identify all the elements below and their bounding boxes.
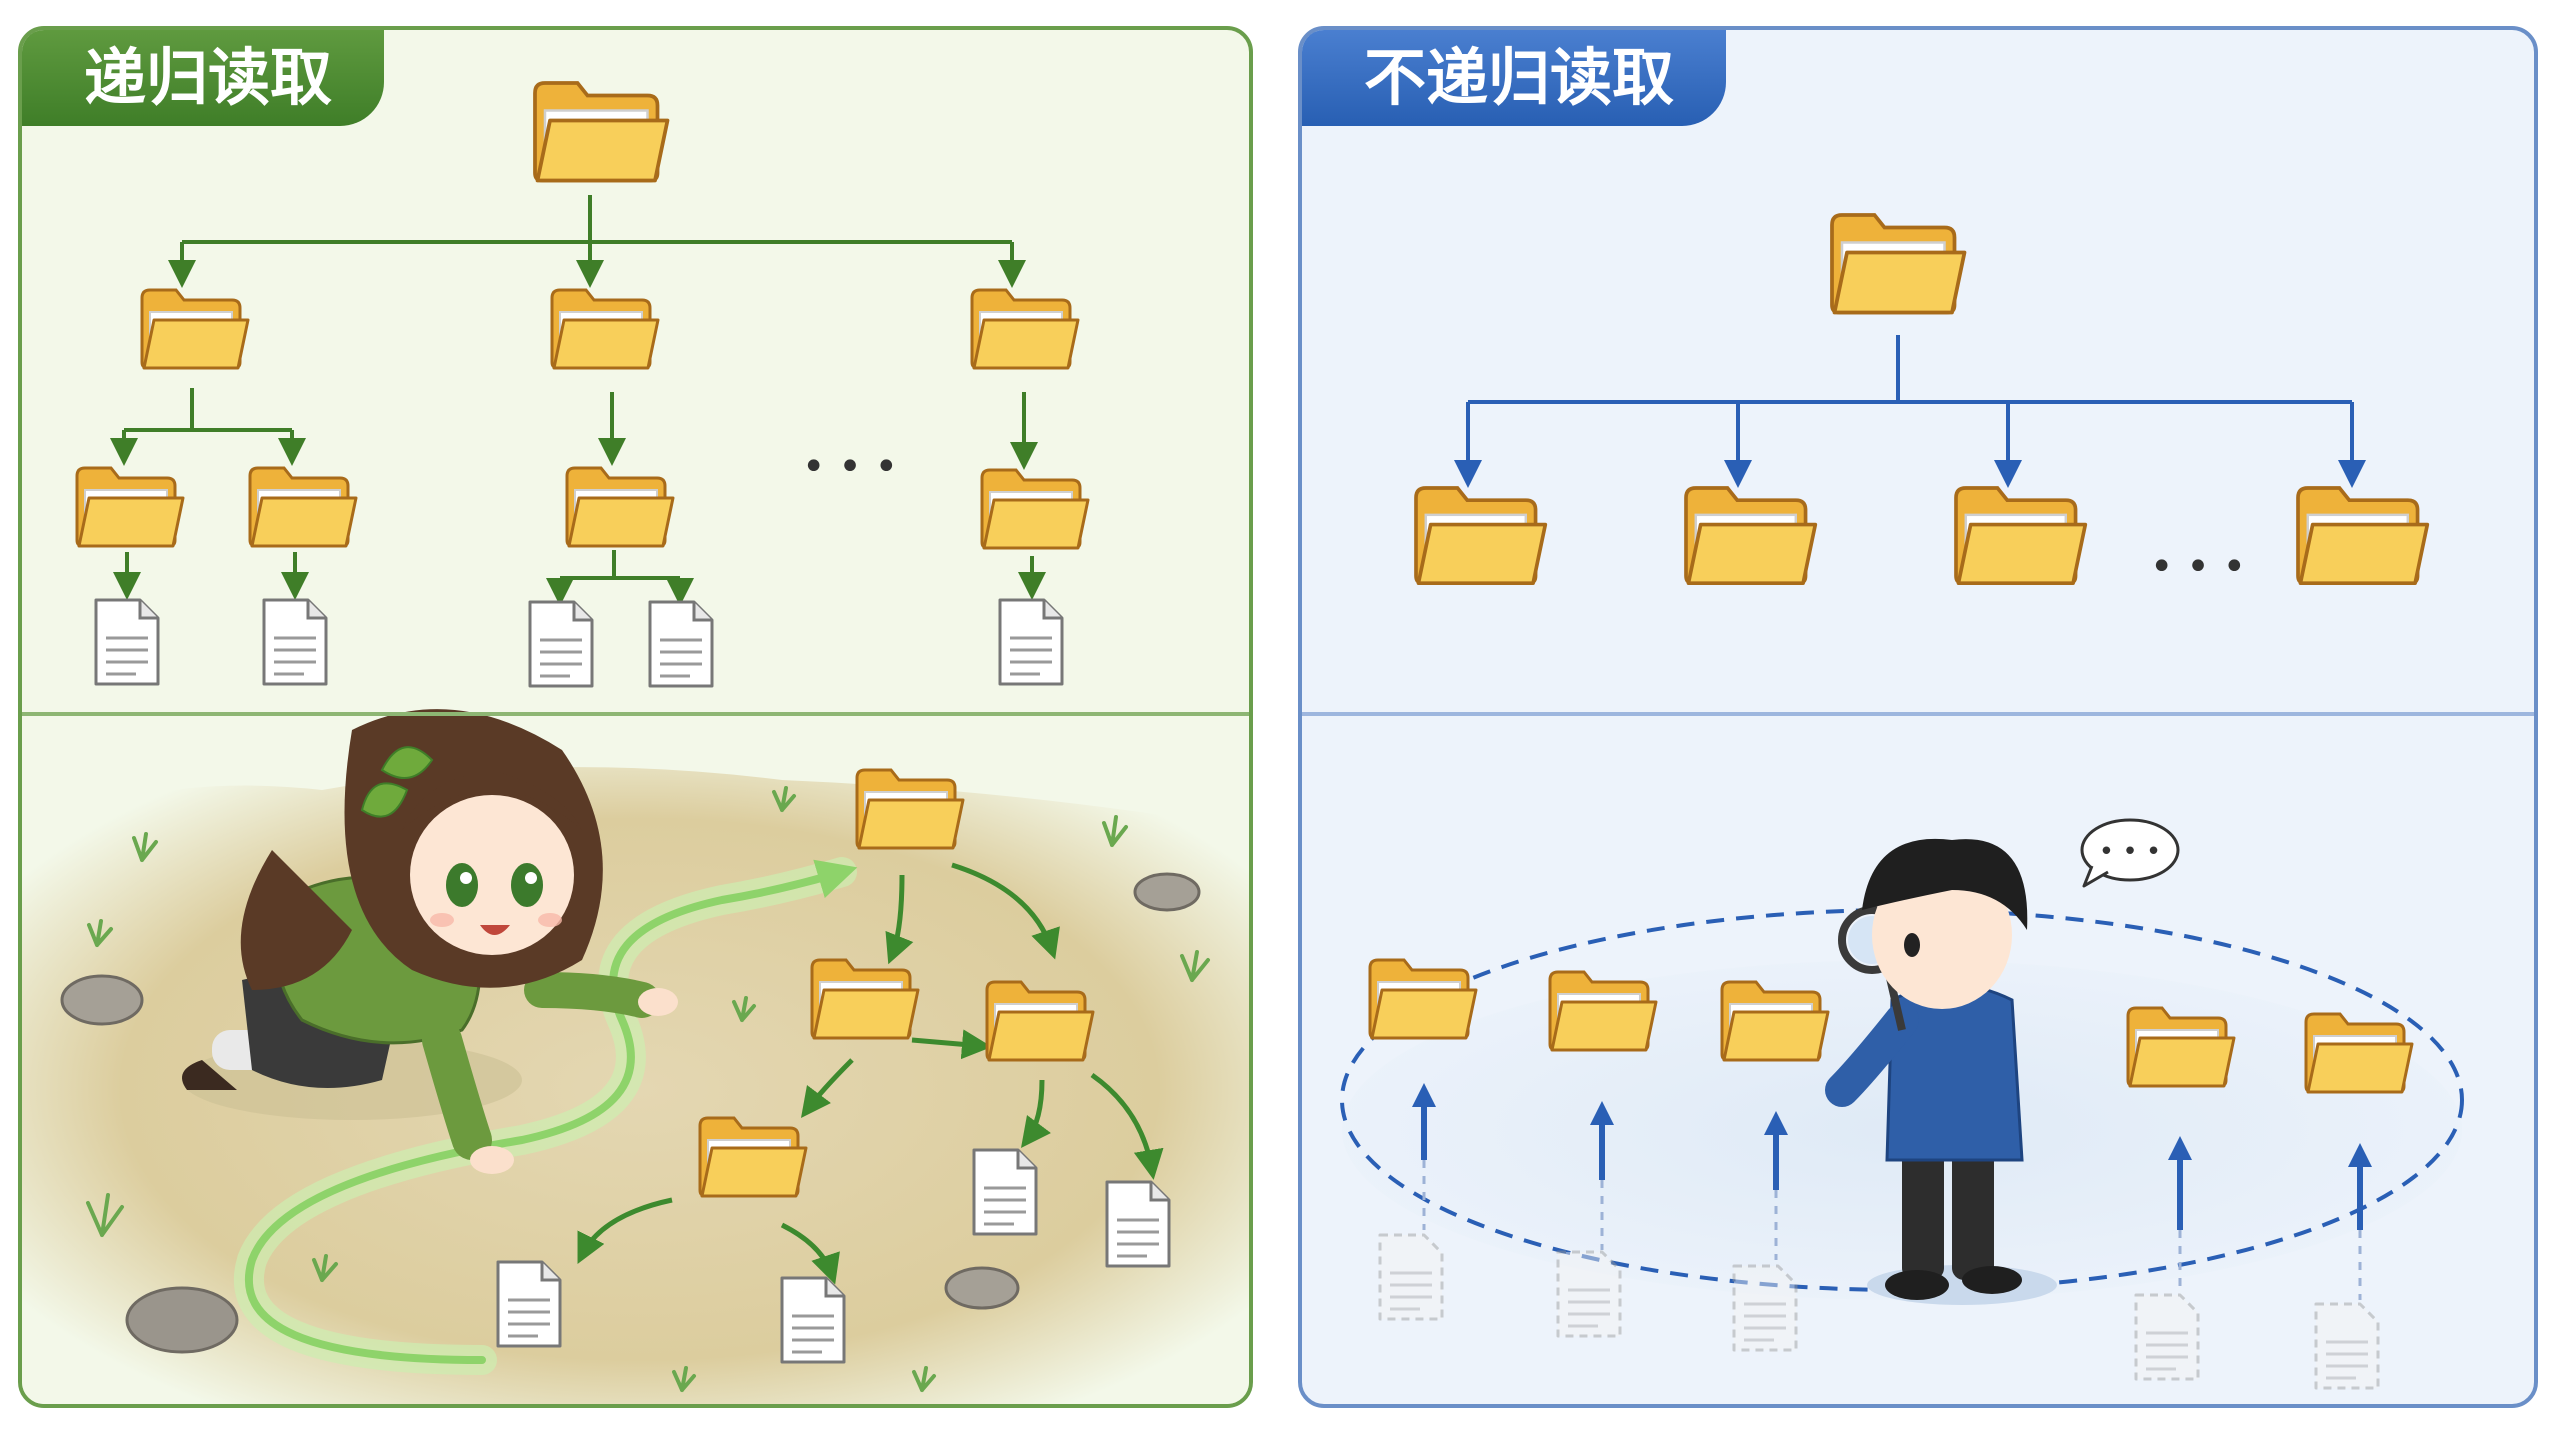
folder-icon (1954, 486, 2088, 585)
non-recursive-panel: • • • (1298, 26, 2538, 1408)
file-icon (780, 1276, 846, 1364)
folder-icon (75, 466, 185, 548)
panel-divider (22, 712, 1249, 716)
folder-icon (980, 468, 1090, 550)
girl-character (182, 709, 678, 1174)
more-folders-ellipsis: • • • (2150, 544, 2246, 590)
folder-icon (550, 288, 660, 370)
recursive-scene-arrows (577, 862, 1164, 1285)
unread-file-icon (1556, 1250, 1622, 1338)
folder-icon (985, 980, 1095, 1062)
folder-icon (2126, 1006, 2236, 1088)
folder-icon (2304, 1012, 2414, 1094)
recursive-panel: • • • (18, 26, 1253, 1408)
folder-icon (1548, 970, 1658, 1052)
root-folder-icon (1830, 213, 1967, 315)
folder-icon (1414, 486, 1548, 585)
speech-bubble: • • • (2080, 818, 2180, 888)
file-icon (1105, 1180, 1171, 1268)
folder-icon (248, 466, 358, 548)
boy-character (1825, 838, 2057, 1305)
unread-file-icon (1378, 1233, 1444, 1321)
file-icon (528, 600, 594, 688)
non-recursive-tree-connectors (1454, 335, 2366, 488)
folder-icon (1720, 980, 1830, 1062)
more-folders-ellipsis: • • • (802, 444, 898, 490)
folder-icon (970, 288, 1080, 370)
unread-file-icon (2314, 1302, 2380, 1390)
file-icon (262, 598, 328, 686)
folder-icon (565, 466, 675, 548)
file-icon (94, 598, 160, 686)
folder-icon (140, 288, 250, 370)
folder-icon (810, 958, 920, 1040)
upward-arrows (1412, 1083, 2372, 1300)
file-icon (648, 600, 714, 688)
file-icon (496, 1260, 562, 1348)
folder-icon (698, 1116, 808, 1198)
folder-icon (855, 768, 965, 850)
non-recursive-scene: • • • (1340, 213, 2464, 1390)
non-recursive-title: 不递归读取 (1302, 30, 1727, 126)
recursive-scene: • • • (22, 81, 1249, 1404)
recursive-tree-connectors (110, 195, 1046, 606)
folder-icon (2296, 486, 2430, 585)
root-folder-icon (533, 81, 670, 183)
glowing-trail (233, 857, 858, 1375)
unread-file-icon (2134, 1293, 2200, 1381)
panel-divider (1302, 712, 2534, 716)
file-icon (998, 598, 1064, 686)
file-icon (972, 1148, 1038, 1236)
folder-icon (1368, 958, 1478, 1040)
folder-icon (1684, 486, 1818, 585)
recursive-title: 递归读取 (22, 30, 385, 126)
unread-file-icon (1732, 1264, 1798, 1352)
speech-bubble-text: • • • (2099, 837, 2162, 867)
